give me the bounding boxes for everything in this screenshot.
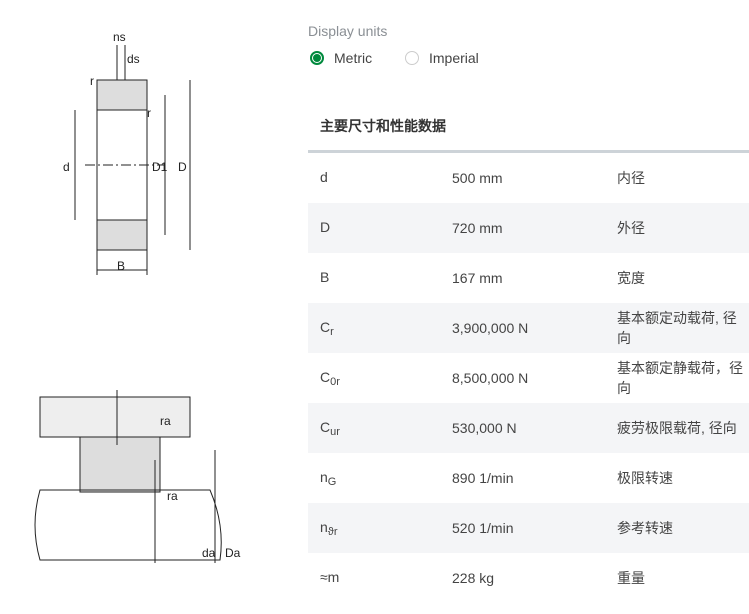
symbol: d [308, 169, 452, 188]
symbol-sub: ϑr [327, 525, 338, 538]
value: 890 1/min [452, 470, 514, 486]
symbol: nG [308, 469, 452, 488]
symbol-main: C [320, 318, 331, 335]
symbol: ≈m [308, 569, 452, 588]
value: 8,500,000 N [452, 370, 529, 386]
symbol-main: C [320, 418, 331, 435]
table-row: ≈m 228 kg 重量 [308, 553, 749, 603]
label-r: r [147, 106, 151, 120]
label-ra: ra [160, 414, 171, 428]
metric-radio[interactable]: Metric [310, 50, 372, 66]
radio-unchecked-icon [405, 51, 419, 65]
symbol-main: n [320, 468, 328, 485]
symbol: nϑr [308, 519, 452, 538]
symbol: B [308, 269, 452, 288]
value: 520 1/min [452, 520, 514, 536]
value: 167 mm [452, 270, 503, 286]
label-ra: ra [167, 489, 178, 503]
label-d: d [63, 160, 70, 174]
symbol: Cur [308, 419, 452, 438]
table-row: B 167 mm 宽度 [308, 253, 749, 303]
symbol-sub: 0r [330, 375, 340, 388]
symbol-main: B [320, 268, 330, 285]
value: 500 mm [452, 170, 503, 186]
symbol-main: n [320, 518, 328, 535]
mounting-dimension-diagram: ra ra da Da [34, 390, 241, 563]
description: 极限转速 [617, 470, 673, 486]
description: 参考转速 [617, 520, 673, 536]
symbol: Cr [308, 319, 452, 338]
display-units-label: Display units [308, 23, 388, 39]
symbol-sub: ur [330, 425, 340, 438]
label-r: r [90, 74, 94, 88]
imperial-radio[interactable]: Imperial [405, 50, 479, 66]
radio-checked-icon [310, 51, 324, 65]
value: 720 mm [452, 220, 503, 236]
value: 3,900,000 N [452, 320, 529, 336]
description: 基本额定静载荷，径向 [617, 360, 743, 396]
symbol: C0r [308, 369, 452, 388]
symbol-sub: G [327, 475, 337, 488]
symbol-main: ≈m [320, 568, 340, 585]
symbol-main: D [320, 218, 331, 235]
table-row: D 720 mm 外径 [308, 203, 749, 253]
section-title: 主要尺寸和性能数据 [320, 118, 446, 134]
table-row: d 500 mm 内径 [308, 153, 749, 203]
description: 疲劳极限载荷, 径向 [617, 420, 737, 436]
label-da: da [202, 546, 216, 560]
label-B: B [117, 259, 125, 273]
bearing-dimension-diagram: ns ds r r d D1 D B [63, 30, 191, 275]
symbol-sub: r [330, 325, 334, 338]
description: 基本额定动载荷, 径向 [617, 310, 737, 346]
value: 530,000 N [452, 420, 517, 436]
symbol: D [308, 219, 452, 238]
description: 重量 [617, 570, 645, 586]
symbol-main: C [320, 368, 331, 385]
label-ds: ds [127, 52, 140, 66]
description: 宽度 [617, 270, 645, 286]
label-D: D [178, 160, 187, 174]
value: 228 kg [452, 570, 495, 586]
symbol-main: d [320, 168, 328, 185]
description: 内径 [617, 170, 645, 186]
label-ns: ns [113, 30, 126, 44]
metric-label: Metric [334, 50, 373, 66]
description: 外径 [617, 220, 645, 236]
label-Da: Da [225, 546, 241, 560]
imperial-label: Imperial [429, 50, 479, 66]
label-D1: D1 [152, 160, 168, 174]
